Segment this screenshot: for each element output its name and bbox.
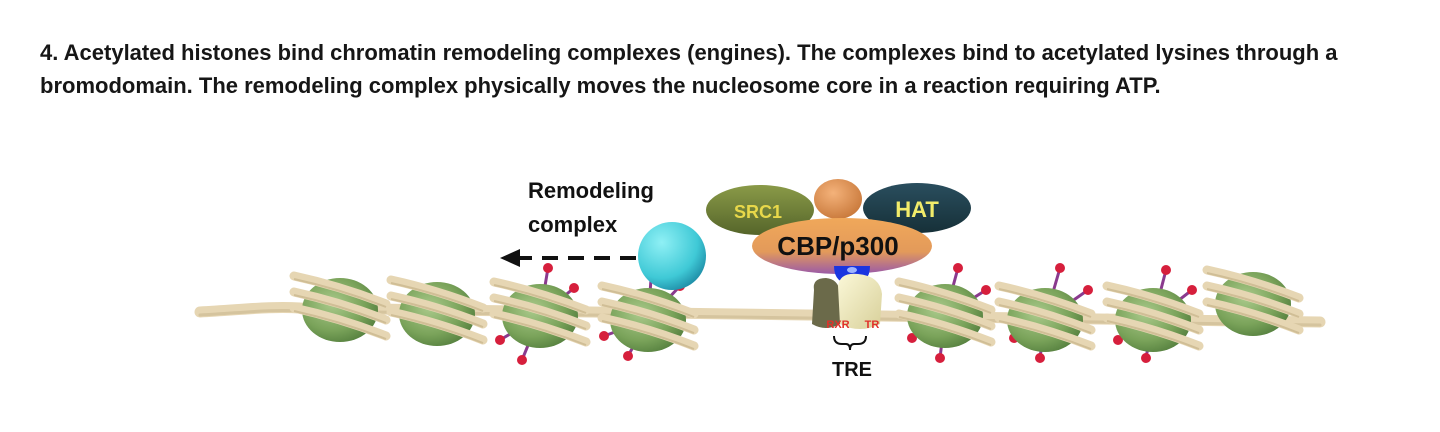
dna-wrap	[994, 281, 1096, 319]
acetyl-group	[1035, 353, 1045, 363]
nucleosome	[1202, 265, 1304, 336]
adaptor-protein	[814, 179, 862, 219]
nucleosome	[1102, 265, 1204, 363]
dna-wrap-shade	[493, 300, 587, 330]
acetyl-group	[907, 333, 917, 343]
dna-wrap	[894, 277, 996, 315]
dna-wrap-shade	[293, 294, 387, 324]
remodeling-complex-label-line2: complex	[528, 212, 618, 237]
dna-wrap-shade	[493, 316, 587, 346]
dna-wrap-shade	[1206, 304, 1300, 334]
nucleosome	[994, 263, 1096, 363]
dna-wrap	[894, 293, 996, 331]
dna-wrap-shade	[1206, 272, 1300, 302]
dna-wrap	[597, 297, 699, 335]
dna-wrap-shade	[601, 320, 695, 350]
acetyl-group	[543, 263, 553, 273]
nucleosome	[894, 263, 996, 363]
dna-wrap-shade	[998, 320, 1092, 350]
nucleosome	[289, 271, 391, 342]
dna-wrap-shade	[998, 304, 1092, 334]
dna-wrap	[994, 297, 1096, 335]
dna-wrap-shade	[1206, 288, 1300, 318]
src1-label: SRC1	[734, 202, 782, 222]
acetyl-group	[981, 285, 991, 295]
dna-wrap	[386, 291, 488, 329]
acetyl-group	[935, 353, 945, 363]
dna-wrap-shade	[898, 316, 992, 346]
remodeling-complex-sphere	[638, 222, 706, 290]
dna-wrap-shade	[898, 284, 992, 314]
acetyl-group	[569, 283, 579, 293]
acetyl-group	[517, 355, 527, 365]
dna-wrap	[386, 275, 488, 313]
dna-wrap	[289, 271, 391, 309]
dna-wrap	[1202, 281, 1304, 319]
dna-wrap-shade	[1106, 288, 1200, 318]
dna-wrap	[386, 307, 488, 345]
rxr-label: RXR	[826, 319, 849, 331]
acetyl-group	[1161, 265, 1171, 275]
acetyl-group	[1113, 335, 1123, 345]
nucleosome	[489, 263, 591, 365]
dna-wrap-shade	[1106, 320, 1200, 350]
dna-wrap	[1102, 281, 1204, 319]
acetyl-group	[599, 331, 609, 341]
tre-label: TRE	[832, 359, 872, 381]
dna-wrap	[1202, 297, 1304, 335]
dna-wrap-shade	[390, 298, 484, 328]
dna-wrap	[289, 303, 391, 341]
acetyl-group	[623, 351, 633, 361]
acetyl-group	[1083, 285, 1093, 295]
dna-wrap	[489, 309, 591, 347]
acetyl-group	[1141, 353, 1151, 363]
hat-protein	[863, 183, 971, 233]
dna-wrap	[597, 313, 699, 351]
dna-wrap	[1102, 313, 1204, 351]
nucleosome	[386, 275, 488, 346]
movement-arrow	[500, 249, 636, 267]
hat-label: HAT	[895, 197, 939, 222]
acetyl-group	[495, 335, 505, 345]
tr-receptor	[838, 273, 882, 329]
remodeling-complex-label-line1: Remodeling	[528, 178, 654, 203]
acetyl-group	[1055, 263, 1065, 273]
coactivator-complex: SRC1 HAT CBP/p300 RXR TR TRE	[706, 179, 971, 381]
dna-wrap-shade	[390, 282, 484, 312]
caption-text: 4. Acetylated histones bind chromatin re…	[40, 40, 1338, 98]
dna-wrap	[597, 281, 699, 319]
dna-wrap-shade	[493, 284, 587, 314]
dna-wrap-shade	[390, 314, 484, 344]
dna-wrap-shade	[601, 288, 695, 318]
dna-wrap-shade	[1106, 304, 1200, 334]
cbp-p300-protein	[752, 218, 932, 274]
dna-wrap	[1102, 297, 1204, 335]
dna-wrap	[1202, 265, 1304, 303]
acetyl-group	[1187, 285, 1197, 295]
tre-brace	[833, 335, 867, 351]
dna-wrap	[489, 277, 591, 315]
dna-wrap	[289, 287, 391, 325]
rxr-receptor	[812, 278, 840, 328]
acetyl-group	[953, 263, 963, 273]
dna-wrap-shade	[293, 310, 387, 340]
dna-wrap	[894, 309, 996, 347]
dna-wrap-shade	[601, 304, 695, 334]
dna-wrap-shade	[898, 300, 992, 330]
src1-protein	[706, 185, 814, 235]
dna-wrap	[489, 293, 591, 331]
dna-wrap	[994, 313, 1096, 351]
tr-label: TR	[865, 319, 880, 331]
dna-wrap-shade	[293, 278, 387, 308]
cbp-p300-label: CBP/p300	[777, 231, 898, 261]
dna-wrap-shade	[998, 288, 1092, 318]
